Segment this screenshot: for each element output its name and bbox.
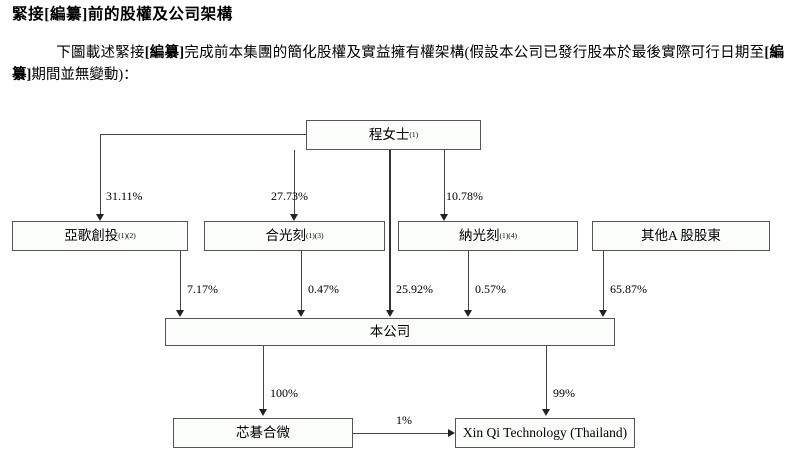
edge-chen-to-heguangke-arrowhead xyxy=(290,214,298,221)
edge-chen-to-company-arrowhead xyxy=(386,310,394,317)
node-xin-qi-technology-thailand-label: Xin Qi Technology (Thailand) xyxy=(462,425,628,441)
node-yage-chuangtou[interactable]: 亞歌創投(1)(2) xyxy=(12,221,188,251)
node-naguangke[interactable]: 納光刻(1)(4) xyxy=(398,221,578,251)
edge-chen-to-yage-arrowhead xyxy=(96,214,104,221)
edge-chen-to-naguangke-arrowhead xyxy=(440,214,448,221)
edge-chen-to-company-vertical xyxy=(389,150,391,312)
node-other-a-shareholders[interactable]: 其他A 股股東 xyxy=(592,221,770,251)
paragraph-bold-2: [編纂] xyxy=(12,45,784,83)
node-chen-lady[interactable]: 程女士(1) xyxy=(306,120,481,150)
edge-chen-to-naguangke-vertical xyxy=(444,150,445,216)
node-xinqi-hewei[interactable]: 芯碁合微 xyxy=(173,418,353,448)
edge-heguangke-to-company-arrowhead xyxy=(297,310,305,317)
node-naguangke-superscript: (1)(4) xyxy=(499,231,518,241)
node-xin-qi-technology-thailand[interactable]: Xin Qi Technology (Thailand) xyxy=(455,418,635,448)
paragraph-segment-2: 完成前本集團的簡化股權及實益擁有權架構(假設本公司已發行股本於最後實際可行日期至 xyxy=(184,45,765,61)
paragraph-bold-1: [編纂] xyxy=(144,45,185,61)
edge-heguangke-to-company-vertical xyxy=(301,251,302,312)
edge-company-to-thailand-vertical xyxy=(546,346,547,411)
edge-company-to-thailand-arrowhead xyxy=(542,409,550,416)
node-naguangke-label: 納光刻 xyxy=(459,228,500,244)
node-chen-lady-label: 程女士 xyxy=(368,127,410,143)
edge-label-25-92: 25.92% xyxy=(396,282,433,296)
edge-label-65-87: 65.87% xyxy=(610,282,647,296)
edge-chen-to-yage-vertical xyxy=(100,134,101,216)
edge-naguangke-to-company-vertical xyxy=(468,251,469,312)
edge-chen-to-yage-horizontal xyxy=(100,134,306,135)
node-heguangke-superscript: (1)(3) xyxy=(306,231,324,241)
edge-label-7-17: 7.17% xyxy=(187,282,218,296)
node-the-company-label: 本公司 xyxy=(369,324,411,340)
node-heguangke-label: 合光刻 xyxy=(265,228,307,244)
edge-label-1: 1% xyxy=(396,413,412,427)
node-other-a-shareholders-label: 其他A 股股東 xyxy=(641,228,721,244)
edge-chen-to-heguangke-vertical xyxy=(294,150,295,216)
edge-company-to-xinqihewei-arrowhead xyxy=(259,409,267,416)
edge-label-10-78: 10.78% xyxy=(446,189,483,203)
edge-other-a-to-company-vertical xyxy=(603,251,604,312)
edge-xinqihewei-to-thailand-horizontal xyxy=(353,433,448,434)
edge-label-99: 99% xyxy=(553,386,575,400)
edge-label-0-57: 0.57% xyxy=(475,282,506,296)
paragraph-segment-1: 下圖載述緊接 xyxy=(56,45,145,61)
edge-label-0-47: 0.47% xyxy=(308,282,339,296)
edge-xinqihewei-to-thailand-arrowhead xyxy=(448,429,455,437)
edge-company-to-xinqihewei-vertical xyxy=(263,346,264,411)
edge-naguangke-to-company-arrowhead xyxy=(464,310,472,317)
paragraph-segment-3: 期間並無變動)： xyxy=(31,67,138,83)
node-yage-chuangtou-superscript: (1)(2) xyxy=(118,231,136,241)
node-heguangke[interactable]: 合光刻(1)(3) xyxy=(204,221,385,251)
page-title: 緊接[編纂]前的股權及公司架構 xyxy=(12,6,233,23)
node-xinqi-hewei-label: 芯碁合微 xyxy=(236,425,290,441)
edge-yage-to-company-arrowhead xyxy=(176,310,184,317)
node-chen-lady-superscript: (1) xyxy=(409,130,419,140)
edge-label-27-73: 27.73% xyxy=(271,189,308,203)
edge-yage-to-company-vertical xyxy=(180,251,181,312)
node-yage-chuangtou-label: 亞歌創投 xyxy=(64,228,119,244)
edge-other-a-to-company-arrowhead xyxy=(599,310,607,317)
edge-label-100: 100% xyxy=(270,386,298,400)
intro-paragraph: 下圖載述緊接[編纂]完成前本集團的簡化股權及實益擁有權架構(假設本公司已發行股本… xyxy=(12,42,784,86)
edge-label-31-11: 31.11% xyxy=(106,189,143,203)
node-the-company[interactable]: 本公司 xyxy=(165,318,615,346)
